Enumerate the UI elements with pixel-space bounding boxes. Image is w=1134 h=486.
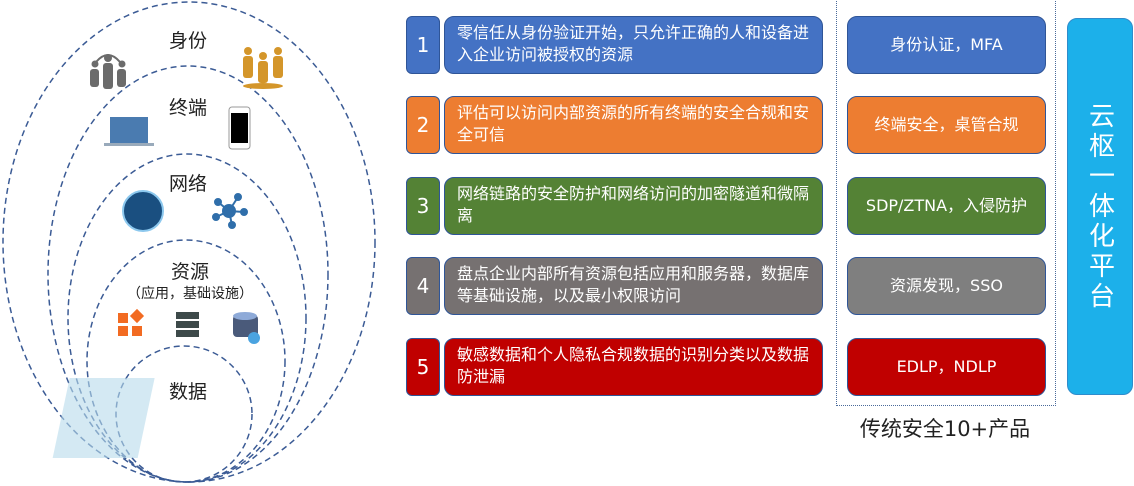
network-nodes-icon (212, 193, 248, 229)
server-icon (176, 312, 199, 337)
row-description: 网络链路的安全防护和网络访问的加密隧道和微隔离 (444, 177, 823, 235)
row-product: 资源发现，SSO (847, 257, 1046, 315)
platform-bar: 云枢一体化平台 (1067, 18, 1133, 395)
traditional-products-label: 传统安全10+产品 (859, 417, 1031, 441)
row-product: 终端安全，桌管合规 (847, 96, 1046, 154)
layer-sublabel-resource: （应用，基础设施） (127, 286, 253, 302)
concentric-layers (2, 1, 376, 483)
layer-label-network: 网络 (168, 173, 208, 195)
layer-label-endpoint: 终端 (168, 97, 208, 119)
globe-icon (122, 190, 164, 232)
row-product: EDLP，NDLP (847, 338, 1046, 396)
team-icon (243, 47, 283, 89)
layer-label-data: 数据 (168, 381, 208, 403)
layer-label-resource: 资源 (170, 261, 210, 283)
row-number: 2 (406, 96, 440, 154)
row-description: 零信任从身份验证开始，只允许正确的人和设备进入企业访问被授权的资源 (444, 16, 823, 74)
row-description: 敏感数据和个人隐私合规数据的识别分类以及数据防泄漏 (444, 338, 823, 396)
traditional-products-group (836, 0, 1056, 406)
data-pattern (52, 378, 155, 458)
database-cloud-icon (233, 312, 260, 344)
row-number: 4 (406, 257, 440, 315)
apps-icon (118, 308, 145, 336)
row-product: 身份认证，MFA (847, 16, 1046, 74)
row-description: 盘点企业内部所有资源包括应用和服务器，数据库等基础设施，以及最小权限访问 (444, 257, 823, 315)
row-number: 3 (406, 177, 440, 235)
layer-identity-ring (2, 1, 376, 483)
laptop-icon (104, 117, 154, 146)
row-number: 1 (406, 16, 440, 74)
people-group-icon (90, 54, 126, 89)
row-number: 5 (406, 338, 440, 396)
layer-label-identity: 身份 (168, 30, 208, 52)
smartphone-icon (228, 106, 251, 150)
row-description: 评估可以访问内部资源的所有终端的安全合规和安全可信 (444, 96, 823, 154)
row-product: SDP/ZTNA，入侵防护 (847, 177, 1046, 235)
